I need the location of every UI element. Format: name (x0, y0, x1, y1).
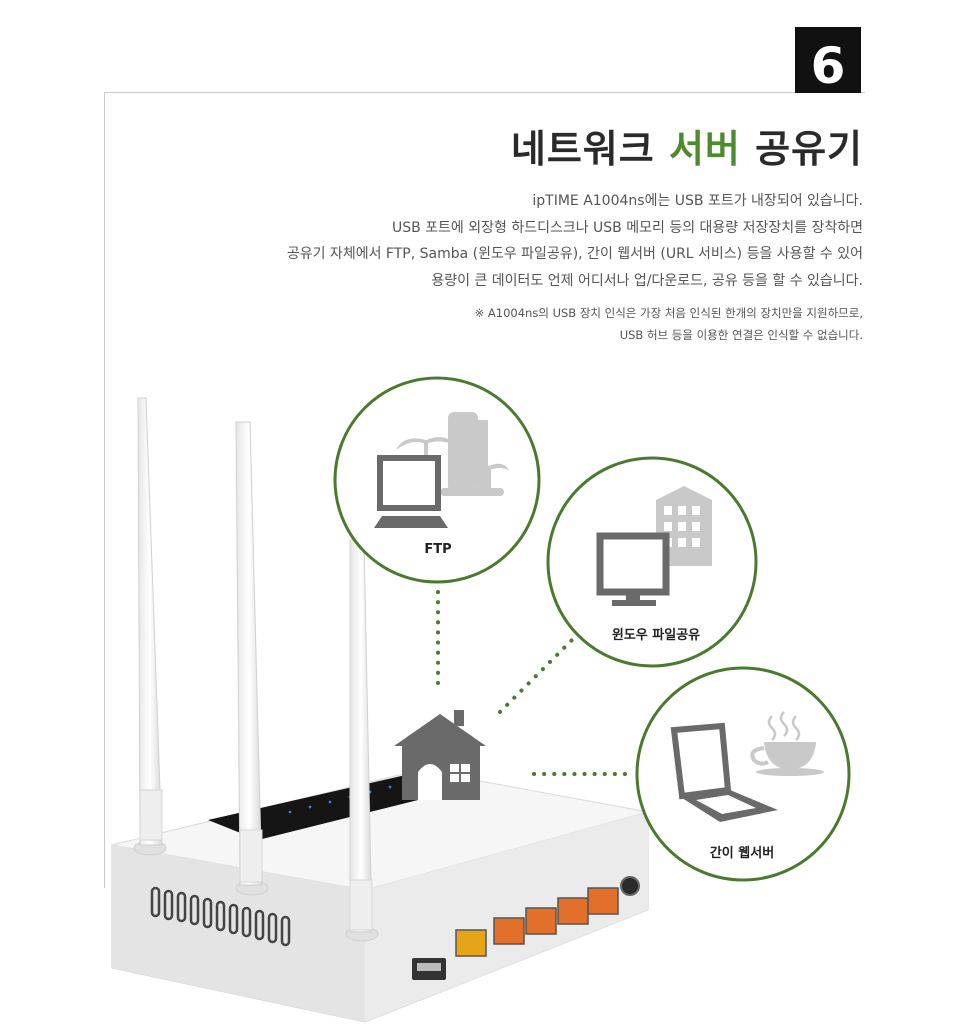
description-line: 용량이 큰 데이터도 언제 어디서나 업/다운로드, 공유 등을 할 수 있습니… (431, 272, 863, 289)
description-line: ipTIME A1004ns에는 USB 포트가 내장되어 있습니다. (532, 193, 863, 209)
power-jack (620, 876, 640, 896)
footnote-line: USB 허브 등을 이용한 연결은 인식할 수 없습니다. (619, 328, 863, 342)
building-icon (448, 412, 488, 492)
lan-ports (455, 887, 619, 957)
ftp-label: FTP (424, 542, 452, 557)
coffee-cup-icon (750, 711, 824, 776)
ftp-circle (333, 376, 541, 584)
description: ipTIME A1004ns에는 USB 포트가 내장되어 있습니다. USB … (287, 188, 863, 294)
monitor-icon (596, 532, 670, 606)
title-suffix: 공유기 (740, 127, 863, 171)
computer-icon (374, 455, 448, 528)
windows-share-label: 윈도우 파일공유 (611, 628, 701, 643)
web-server-label: 간이 웹서버 (709, 846, 775, 861)
house-icon (394, 710, 486, 800)
title-prefix: 네트워크 (510, 127, 669, 171)
connector-dots (436, 590, 630, 776)
description-line: USB 포트에 외장형 하드디스크나 USB 메모리 등의 대용량 저장장치를 … (391, 219, 863, 236)
page-number: 6 (810, 37, 846, 95)
vent-slots (150, 886, 291, 947)
laptop-icon (670, 722, 778, 822)
router (111, 769, 649, 1023)
led-panel (208, 774, 458, 840)
title-highlight: 서버 (668, 127, 741, 171)
windows-share-circle (546, 456, 758, 668)
footnote: ※ A1004ns의 USB 장치 인식은 가장 처음 인식된 한개의 장치만을… (475, 302, 863, 346)
antennas (137, 397, 373, 933)
page-number-badge: 6 (795, 27, 861, 93)
page-title: 네트워크 서버 공유기 (511, 118, 863, 173)
content-frame (104, 92, 865, 888)
footnote-line: ※ A1004ns의 USB 장치 인식은 가장 처음 인식된 한개의 장치만을… (474, 306, 863, 320)
description-line: 공유기 자체에서 FTP, Samba (윈도우 파일공유), 간이 웹서버 (… (286, 246, 863, 262)
web-server-circle (635, 666, 851, 882)
